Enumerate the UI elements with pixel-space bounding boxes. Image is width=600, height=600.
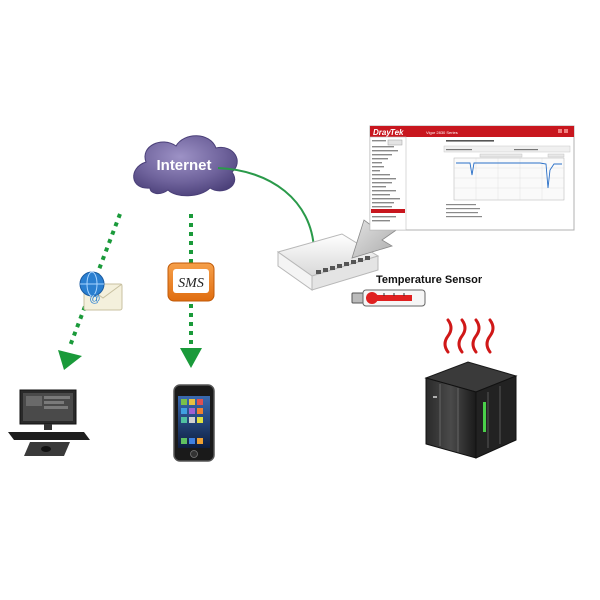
heat-waves-icon bbox=[443, 318, 495, 354]
smartphone-icon bbox=[173, 384, 215, 462]
web-ui-model: Vigor 2830 Series bbox=[426, 130, 458, 135]
web-ui-screenshot: Dray Tek Vigor 2830 Series bbox=[369, 125, 575, 231]
email-at-symbol: @ bbox=[89, 293, 100, 305]
web-ui-sidebar-menu bbox=[372, 140, 400, 208]
web-ui-temperature-graph bbox=[453, 157, 565, 201]
server-status-light bbox=[483, 402, 486, 432]
internet-label: Internet bbox=[156, 157, 211, 174]
router-ports bbox=[316, 256, 370, 274]
router-icon bbox=[276, 233, 380, 291]
thermometer-icon bbox=[351, 289, 426, 307]
web-ui-sidebar-selected bbox=[371, 209, 405, 213]
web-ui-brand-suffix: Tek bbox=[390, 128, 404, 137]
network-cable bbox=[217, 167, 315, 251]
sms-label: SMS bbox=[178, 276, 204, 291]
internet-cloud: Internet bbox=[133, 135, 238, 197]
temperature-sensor-label: Temperature Sensor bbox=[376, 274, 483, 286]
email-icon: @ bbox=[79, 271, 123, 311]
server-icon bbox=[424, 361, 518, 459]
sms-icon: SMS bbox=[167, 262, 215, 302]
web-ui-brand-prefix: Dray bbox=[373, 128, 391, 137]
desktop-computer-icon bbox=[8, 389, 90, 456]
email-alert-arrow bbox=[58, 213, 122, 370]
